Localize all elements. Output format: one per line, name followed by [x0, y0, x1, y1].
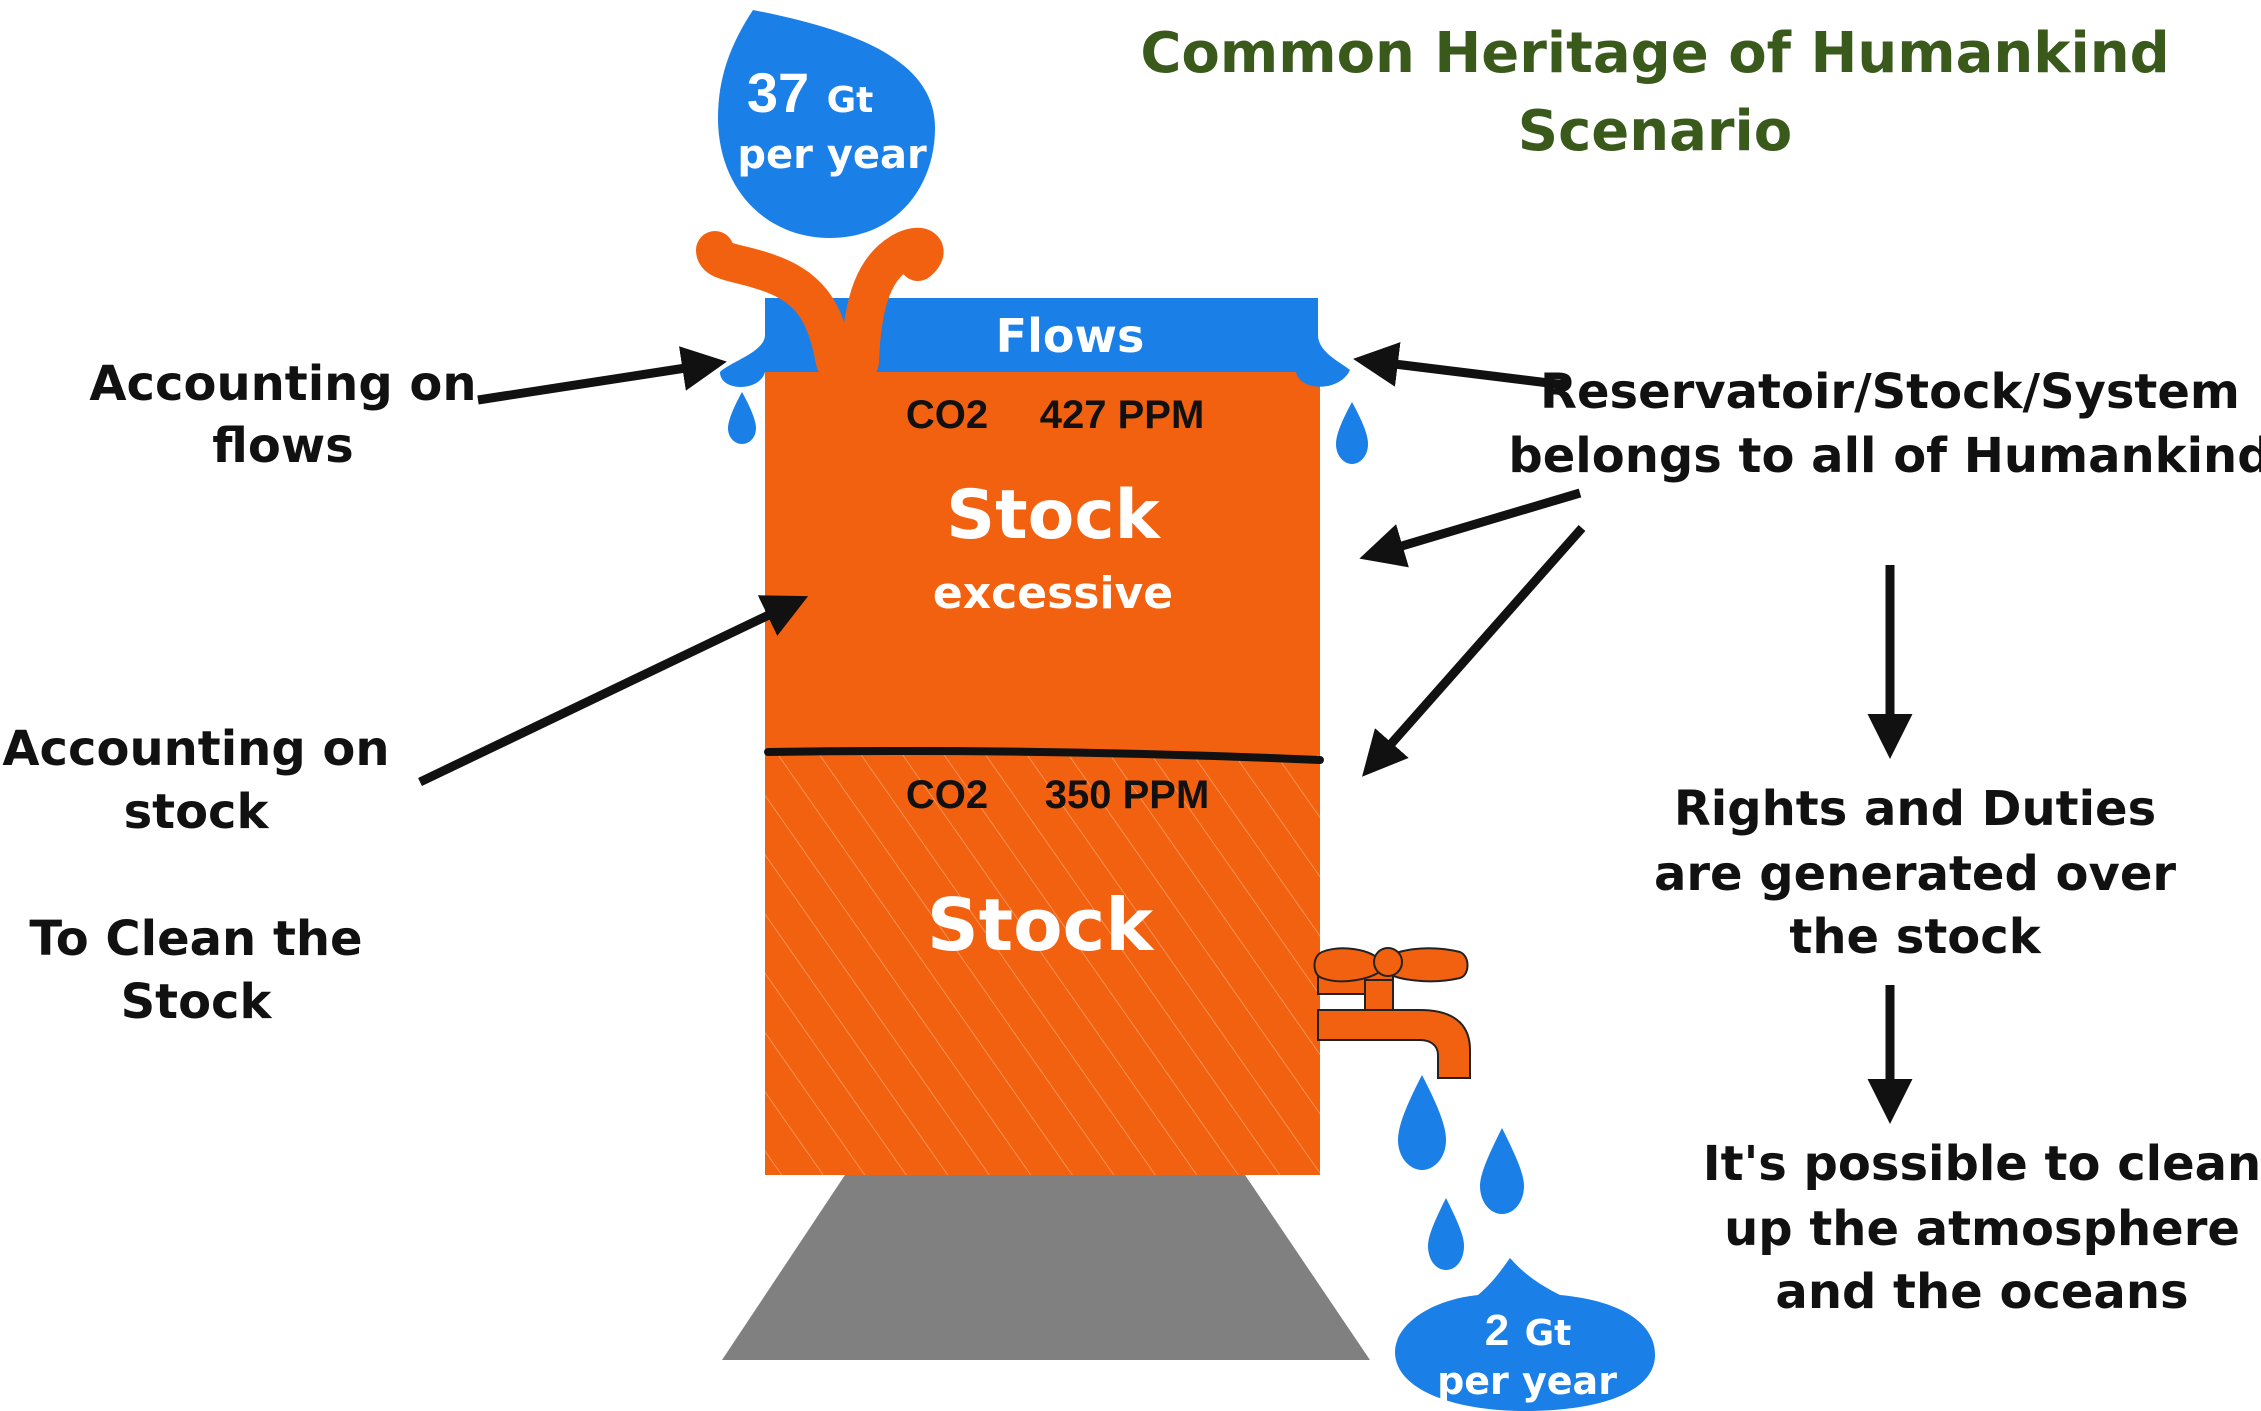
arrow-ownership-to-upper: [1359, 488, 1582, 568]
water-drop-icon: [1336, 402, 1368, 464]
label-possible-1: It's possible to clean: [1703, 1136, 2261, 1192]
arrow-ownership-to-lower: [1362, 525, 1586, 777]
label-accounting-stock-1: Accounting on: [2, 721, 389, 777]
stock-lower-hatch: [765, 755, 1320, 1175]
arrow-to-flows: [477, 346, 727, 405]
inflow-pipe-left: [696, 231, 854, 381]
title-line-2: Scenario: [1518, 99, 1792, 164]
outflow-drop-icon: [1395, 1258, 1655, 1411]
inflow-pipe-right: [841, 227, 944, 381]
label-accounting-flows-1: Accounting on: [89, 356, 476, 412]
arrow-ownership-to-lid: [1353, 342, 1566, 390]
upper-stock-subtitle: excessive: [933, 568, 1173, 619]
stock-divider-line: [764, 747, 1324, 764]
outflow-value: 2: [1485, 1306, 1509, 1355]
lower-gas-label: CO2: [906, 773, 988, 817]
label-ownership-2: belongs to all of Humankind: [1508, 428, 2261, 484]
inflow-drop-icon: [718, 10, 935, 238]
arrow-to-upper-stock: [418, 595, 809, 787]
title-line-1: Common Heritage of Humankind: [1140, 21, 2169, 86]
label-clean-stock-2: Stock: [121, 974, 273, 1030]
label-possible-2: up the atmosphere: [1724, 1201, 2240, 1257]
inflow-period: per year: [737, 132, 927, 178]
label-rights-1: Rights and Duties: [1674, 781, 2156, 837]
label-rights-2: are generated over: [1654, 846, 2176, 902]
label-accounting-flows-2: flows: [212, 418, 353, 474]
water-drop-icon: [1480, 1128, 1524, 1214]
upper-stock-title: Stock: [946, 476, 1162, 555]
upper-ppm-label: 427 PPM: [1040, 393, 1205, 437]
tank-base: [722, 1175, 1370, 1360]
lower-ppm-label: 350 PPM: [1045, 773, 1210, 817]
water-drop-icon: [1428, 1198, 1464, 1270]
label-ownership-1: Reservatoir/Stock/System: [1540, 364, 2240, 420]
stock-upper-region: [765, 365, 1320, 755]
flows-label: Flows: [996, 309, 1145, 363]
lower-stock-title: Stock: [927, 883, 1155, 967]
outflow-period: per year: [1437, 1359, 1617, 1403]
label-accounting-stock-2: stock: [124, 784, 270, 840]
label-clean-stock-1: To Clean the: [29, 911, 362, 967]
upper-gas-label: CO2: [906, 393, 988, 437]
inflow-unit: Gt: [827, 80, 874, 121]
faucet-icon: [1313, 947, 1471, 1079]
inflow-value: 37: [747, 61, 809, 124]
label-possible-3: and the oceans: [1775, 1264, 2188, 1320]
water-drop-icon: [728, 392, 756, 444]
label-rights-3: the stock: [1789, 909, 2041, 965]
outflow-unit: Gt: [1525, 1313, 1572, 1354]
water-drop-icon: [1398, 1075, 1446, 1170]
